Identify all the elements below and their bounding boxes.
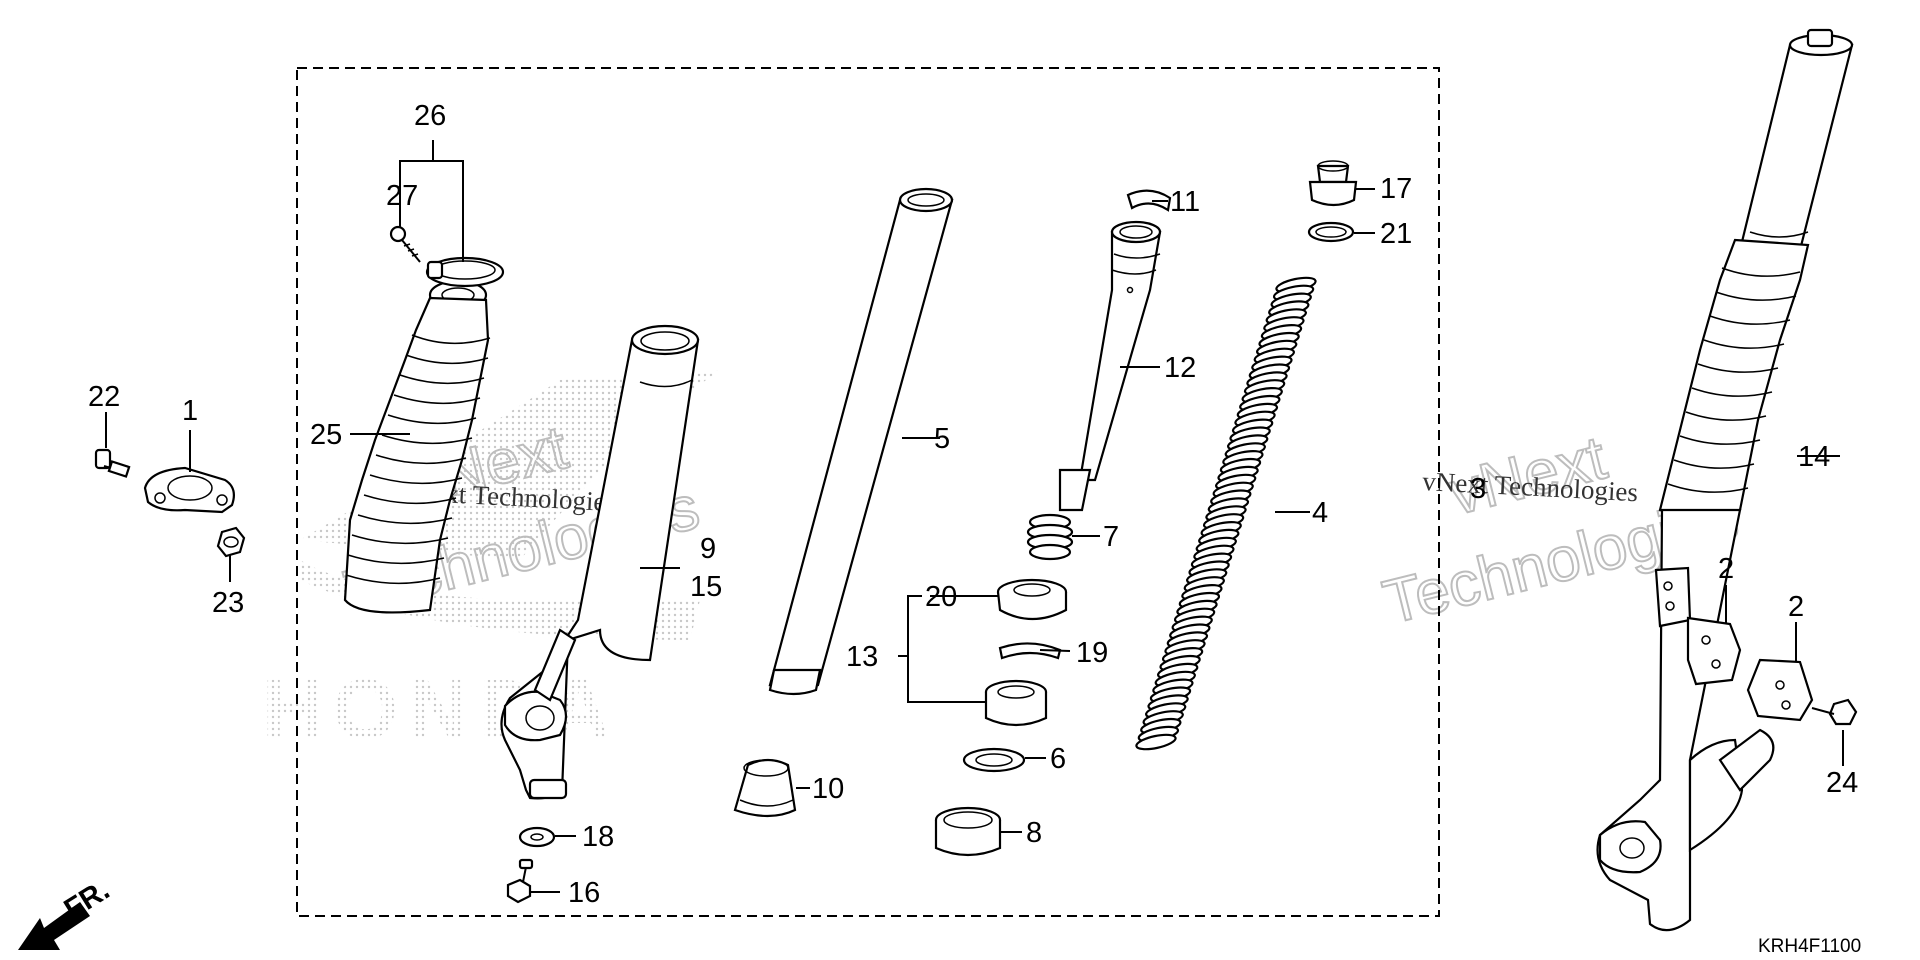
callout-16: 16 [568,877,600,909]
direction-indicator: FR. [18,874,115,950]
part-bolt-24 [1811,698,1858,726]
callout-6: 6 [1050,743,1066,775]
callout-8: 8 [1026,817,1042,849]
callout-14: 14 [1798,441,1830,473]
part-oil-seal [984,679,1048,727]
part-piston-ring-11 [1126,189,1172,212]
callout-24: 24 [1826,767,1858,799]
spring-coil [1135,733,1177,751]
callout-labels: 1 2 2 4 5 6 7 8 9 10 11 12 13 14 15 16 1… [88,100,1858,909]
part-fork-boot-25 [343,279,491,614]
part-rebound-spring-7 [1026,513,1074,561]
part-fork-assembly-14 [1596,28,1854,932]
callout-2b: 2 [1788,591,1804,623]
leader-lines [105,140,1844,893]
callout-7: 7 [1103,521,1119,553]
callout-20: 20 [925,581,957,613]
part-oil-lock-10 [733,758,797,818]
part-nut-23 [216,526,246,558]
assembly-boundary [296,67,1440,917]
callout-12: 12 [1164,352,1196,384]
callout-10: 10 [812,773,844,805]
part-fork-spring-4 [1135,276,1317,751]
callout-5: 5 [934,423,950,455]
part-screw-27 [389,225,421,263]
callout-1: 1 [182,395,198,427]
part-band-26 [425,256,505,288]
callout-19: 19 [1076,637,1108,669]
callout-21: 21 [1380,218,1412,250]
part-stopper-ring-19 [998,642,1062,660]
callout-26: 26 [414,100,446,132]
part-fork-pipe-5 [768,187,954,696]
part-dust-seal-20 [996,578,1068,620]
part-washer-18 [518,826,556,848]
part-brake-hose-guide-2b [1746,658,1814,722]
part-o-ring-21 [1307,221,1355,243]
front-arrow-icon [18,902,90,950]
callout-4: 4 [1312,497,1328,529]
callout-13: 13 [846,641,878,673]
part-back-up-ring-6 [962,747,1026,773]
part-clamp-1 [143,466,235,514]
callout-9: 9 [700,533,716,565]
callout-25: 25 [310,419,342,451]
part-fork-slider-9 [500,324,700,800]
part-damper-rod-12 [1058,220,1162,512]
part-slider-bushing-8 [934,806,1002,857]
callout-27: 27 [386,180,418,212]
callout-3: 3 [1470,473,1486,505]
callout-17: 17 [1380,173,1412,205]
callout-22: 22 [88,381,120,413]
callout-18: 18 [582,821,614,853]
callout-15: 15 [690,571,722,603]
part-bolt-16 [506,858,534,904]
catalog-code: KRH4F1100 [1758,936,1861,957]
callout-11: 11 [1170,186,1200,218]
callout-2a: 2 [1718,553,1734,585]
callout-23: 23 [212,587,244,619]
part-cap-bolt-17 [1308,160,1358,207]
part-bolt-22 [94,448,131,478]
part-brake-hose-guide-2a [1686,616,1742,686]
